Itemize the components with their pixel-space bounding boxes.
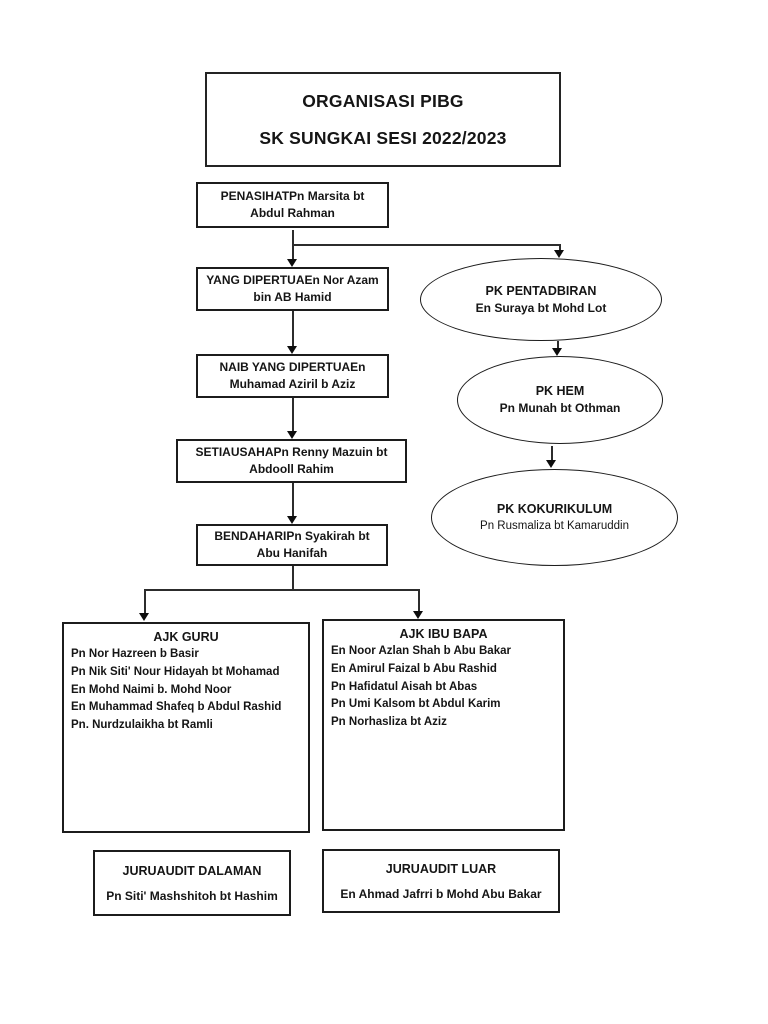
node-setiausaha: SETIAUSAHAPn Renny Mazuin bt Abdooll Rah…	[176, 439, 407, 483]
pk-hem-person: Pn Munah bt Othman	[499, 401, 621, 416]
ellipse-pk-kokurikulum: PK KOKURIKULUM Pn Rusmaliza bt Kamaruddi…	[431, 469, 678, 566]
list-item: Pn Umi Kalsom bt Abdul Karim	[331, 698, 501, 711]
node-yang-dipertua: YANG DIPERTUAEn Nor Azam bin AB Hamid	[196, 267, 389, 311]
node-naib-yang-dipertua-line1: NAIB YANG DIPERTUAEn	[219, 360, 366, 375]
connector-line	[418, 589, 420, 611]
committee-ajk-ibu-bapa: AJK IBU BAPA En Noor Azlan Shah b Abu Ba…	[322, 619, 565, 831]
box-juruaudit-luar: JURUAUDIT LUAR En Ahmad Jafrri b Mohd Ab…	[322, 849, 560, 913]
ajk-ibu-bapa-list: En Noor Azlan Shah b Abu Bakar En Amirul…	[324, 641, 563, 732]
pk-hem-title: PK HEM	[535, 384, 585, 399]
juruaudit-dalaman-title: JURUAUDIT DALAMAN	[122, 863, 262, 878]
list-item: Pn Nor Hazreen b Basir	[71, 648, 199, 660]
connector-line	[292, 566, 294, 591]
title-line-1: ORGANISASI PIBG	[302, 90, 464, 111]
list-item: En Amirul Faizal b Abu Rashid	[331, 662, 497, 675]
node-setiausaha-line1: SETIAUSAHAPn Renny Mazuin bt	[195, 445, 388, 460]
node-bendahari-line2: Abu Hanifah	[256, 546, 328, 560]
list-item: En Muhammad Shafeq b Abdul Rashid	[71, 701, 282, 714]
node-penasihat: PENASIHATPn Marsita bt Abdul Rahman	[196, 182, 389, 228]
committee-ajk-guru: AJK GURU Pn Nor Hazreen b Basir Pn Nik S…	[62, 622, 310, 833]
list-item: Pn Nik Siti' Nour Hidayah bt Mohamad	[71, 665, 280, 678]
node-yang-dipertua-line1: YANG DIPERTUAEn Nor Azam	[206, 273, 379, 288]
node-yang-dipertua-line2: bin AB Hamid	[253, 290, 332, 304]
connector-line	[144, 589, 420, 591]
arrowhead-down	[287, 431, 297, 439]
node-naib-yang-dipertua: NAIB YANG DIPERTUAEn Muhamad Aziril b Az…	[196, 354, 389, 398]
list-item: En Noor Azlan Shah b Abu Bakar	[331, 645, 511, 657]
ellipse-pk-pentadbiran: PK PENTADBIRAN En Suraya bt Mohd Lot	[420, 258, 662, 341]
list-item: Pn Hafidatul Aisah bt Abas	[331, 680, 478, 693]
pk-kokurikulum-person: Pn Rusmaliza bt Kamaruddin	[480, 520, 629, 533]
arrowhead-down	[287, 259, 297, 267]
arrowhead-down	[413, 611, 423, 619]
connector-line	[559, 244, 561, 251]
ajk-guru-title: AJK GURU	[153, 630, 219, 644]
node-penasihat-line2: Abdul Rahman	[250, 206, 335, 220]
connector-line	[292, 311, 294, 346]
node-bendahari-line1: BENDAHARIPn Syakirah bt	[214, 529, 370, 544]
node-naib-yang-dipertua-line2: Muhamad Aziril b Aziz	[229, 377, 356, 391]
title-box: ORGANISASI PIBG SK SUNGKAI SESI 2022/202…	[205, 72, 561, 167]
juruaudit-dalaman-person: Pn Siti' Mashshitoh bt Hashim	[106, 888, 278, 903]
arrowhead-down	[287, 346, 297, 354]
arrowhead-down	[554, 250, 564, 258]
arrowhead-down	[546, 460, 556, 468]
ellipse-pk-hem: PK HEM Pn Munah bt Othman	[457, 356, 663, 444]
title-line-2: SK SUNGKAI SESI 2022/2023	[259, 127, 507, 148]
ajk-guru-list: Pn Nor Hazreen b Basir Pn Nik Siti' Nour…	[64, 644, 308, 735]
arrowhead-down	[552, 348, 562, 356]
connector-line	[292, 398, 294, 431]
node-bendahari: BENDAHARIPn Syakirah bt Abu Hanifah	[196, 524, 388, 566]
juruaudit-luar-person: En Ahmad Jafrri b Mohd Abu Bakar	[340, 886, 542, 901]
connector-line	[557, 341, 559, 349]
connector-line	[292, 483, 294, 516]
arrowhead-down	[287, 516, 297, 524]
pk-pentadbiran-person: En Suraya bt Mohd Lot	[475, 300, 607, 315]
connector-line	[551, 446, 553, 460]
list-item: Pn Norhasliza bt Aziz	[331, 716, 447, 729]
juruaudit-luar-title: JURUAUDIT LUAR	[385, 861, 497, 876]
connector-line	[144, 589, 146, 613]
node-setiausaha-line2: Abdooll Rahim	[249, 462, 334, 476]
ajk-ibu-bapa-title: AJK IBU BAPA	[399, 627, 488, 641]
list-item: En Mohd Naimi b. Mohd Noor	[71, 683, 232, 696]
connector-line	[292, 244, 561, 246]
arrowhead-down	[139, 613, 149, 621]
pk-pentadbiran-title: PK PENTADBIRAN	[485, 283, 597, 298]
list-item: Pn. Nurdzulaikha bt Ramli	[71, 719, 213, 732]
node-penasihat-line1: PENASIHATPn Marsita bt	[220, 189, 365, 204]
box-juruaudit-dalaman: JURUAUDIT DALAMAN Pn Siti' Mashshitoh bt…	[93, 850, 291, 916]
pk-kokurikulum-title: PK KOKURIKULUM	[496, 502, 613, 517]
